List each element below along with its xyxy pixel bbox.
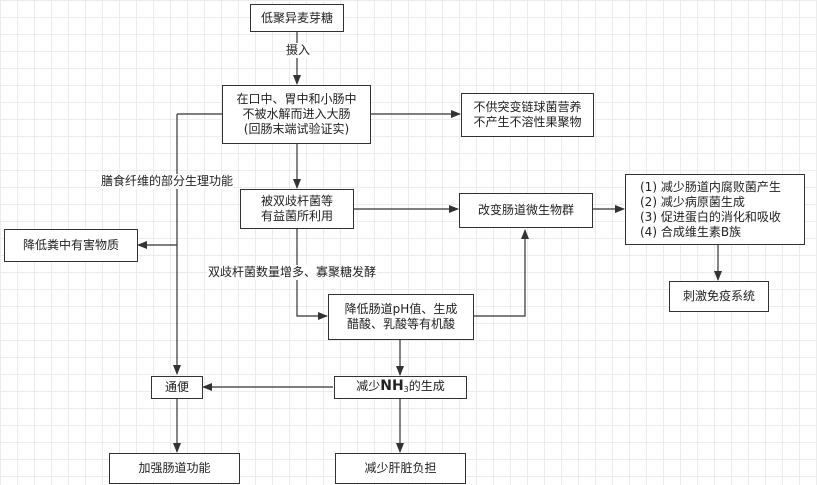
arrow-ph-to-microbiota (474, 229, 529, 317)
node-digest-line-3: (回肠末端试验证实) (243, 122, 350, 136)
nh3-prefix: 减少 (356, 378, 381, 393)
label-fiber: 膳食纤维的部分生理功能 (100, 174, 235, 189)
node-harmful: 降低粪中有害物质 (4, 229, 138, 262)
node-digest: 在口中、胃中和小肠中 不被水解而进入大肠 (回肠末端试验证实) (222, 85, 371, 144)
node-start-text: 低聚异麦芽糖 (260, 10, 333, 25)
node-no-nutrient: 不供突变链球菌营养 不产生不溶性果聚物 (461, 93, 594, 137)
node-bifido: 被双歧杆菌等 有益菌所利用 (240, 189, 354, 229)
node-intestine: 加强肠道功能 (109, 453, 240, 484)
node-nh3-text: 减少NH3的生成 (356, 377, 445, 397)
node-effects-line-4: (4) 合成维生素B族 (640, 224, 742, 239)
node-ph-line-2: 醋酸、乳酸等有机酸 (346, 317, 455, 331)
node-effects: (1) 减少肠道内腐败菌产生 (2) 减少病原菌生成 (3) 促进蛋白的消化和吸… (625, 174, 805, 245)
node-digest-line-2: 不被水解而进入大肠 (242, 107, 351, 121)
label-bifido-increase: 双歧杆菌数量增多、寡聚糖发酵 (207, 265, 378, 280)
node-ph: 降低肠道pH值、生成 醋酸、乳酸等有机酸 (328, 294, 474, 340)
node-no-nutrient-line-1: 不供突变链球菌营养 (473, 100, 582, 114)
node-no-nutrient-line-2: 不产生不溶性果聚物 (473, 115, 582, 129)
node-ph-line-1: 降低肠道pH值、生成 (344, 302, 458, 316)
node-effects-line-3: (3) 促进蛋白的消化和吸收 (640, 209, 781, 224)
node-liver-text: 减少肝脏负担 (364, 461, 437, 475)
nh3-chem: NH (380, 377, 404, 394)
node-effects-line-2: (2) 减少病原菌生成 (640, 194, 745, 209)
arrow-bifido-to-ph (296, 229, 328, 320)
nh3-sub: 3 (403, 384, 409, 394)
node-bifido-line-2: 有益菌所利用 (260, 209, 333, 223)
label-intake: 摄入 (285, 43, 312, 58)
nh3-suffix: 的生成 (408, 378, 445, 393)
node-effects-line-1: (1) 减少肠道内腐败菌产生 (640, 179, 781, 194)
node-intestine-text: 加强肠道功能 (138, 461, 211, 475)
node-immune-text: 刺激免疫系统 (682, 289, 755, 303)
node-liver: 减少肝脏负担 (335, 453, 466, 484)
node-microbiota: 改变肠道微生物群 (459, 193, 593, 228)
node-microbiota-text: 改变肠道微生物群 (477, 203, 574, 217)
node-defecation-text: 通便 (164, 380, 189, 394)
node-nh3: 减少NH3的生成 (334, 376, 467, 399)
node-bifido-line-1: 被双歧杆菌等 (260, 194, 333, 208)
node-start: 低聚异麦芽糖 (250, 4, 344, 32)
node-harmful-text: 降低粪中有害物质 (22, 238, 119, 252)
node-digest-line-1: 在口中、胃中和小肠中 (236, 92, 357, 106)
node-defecation: 通便 (151, 376, 203, 399)
node-immune: 刺激免疫系统 (669, 281, 769, 312)
